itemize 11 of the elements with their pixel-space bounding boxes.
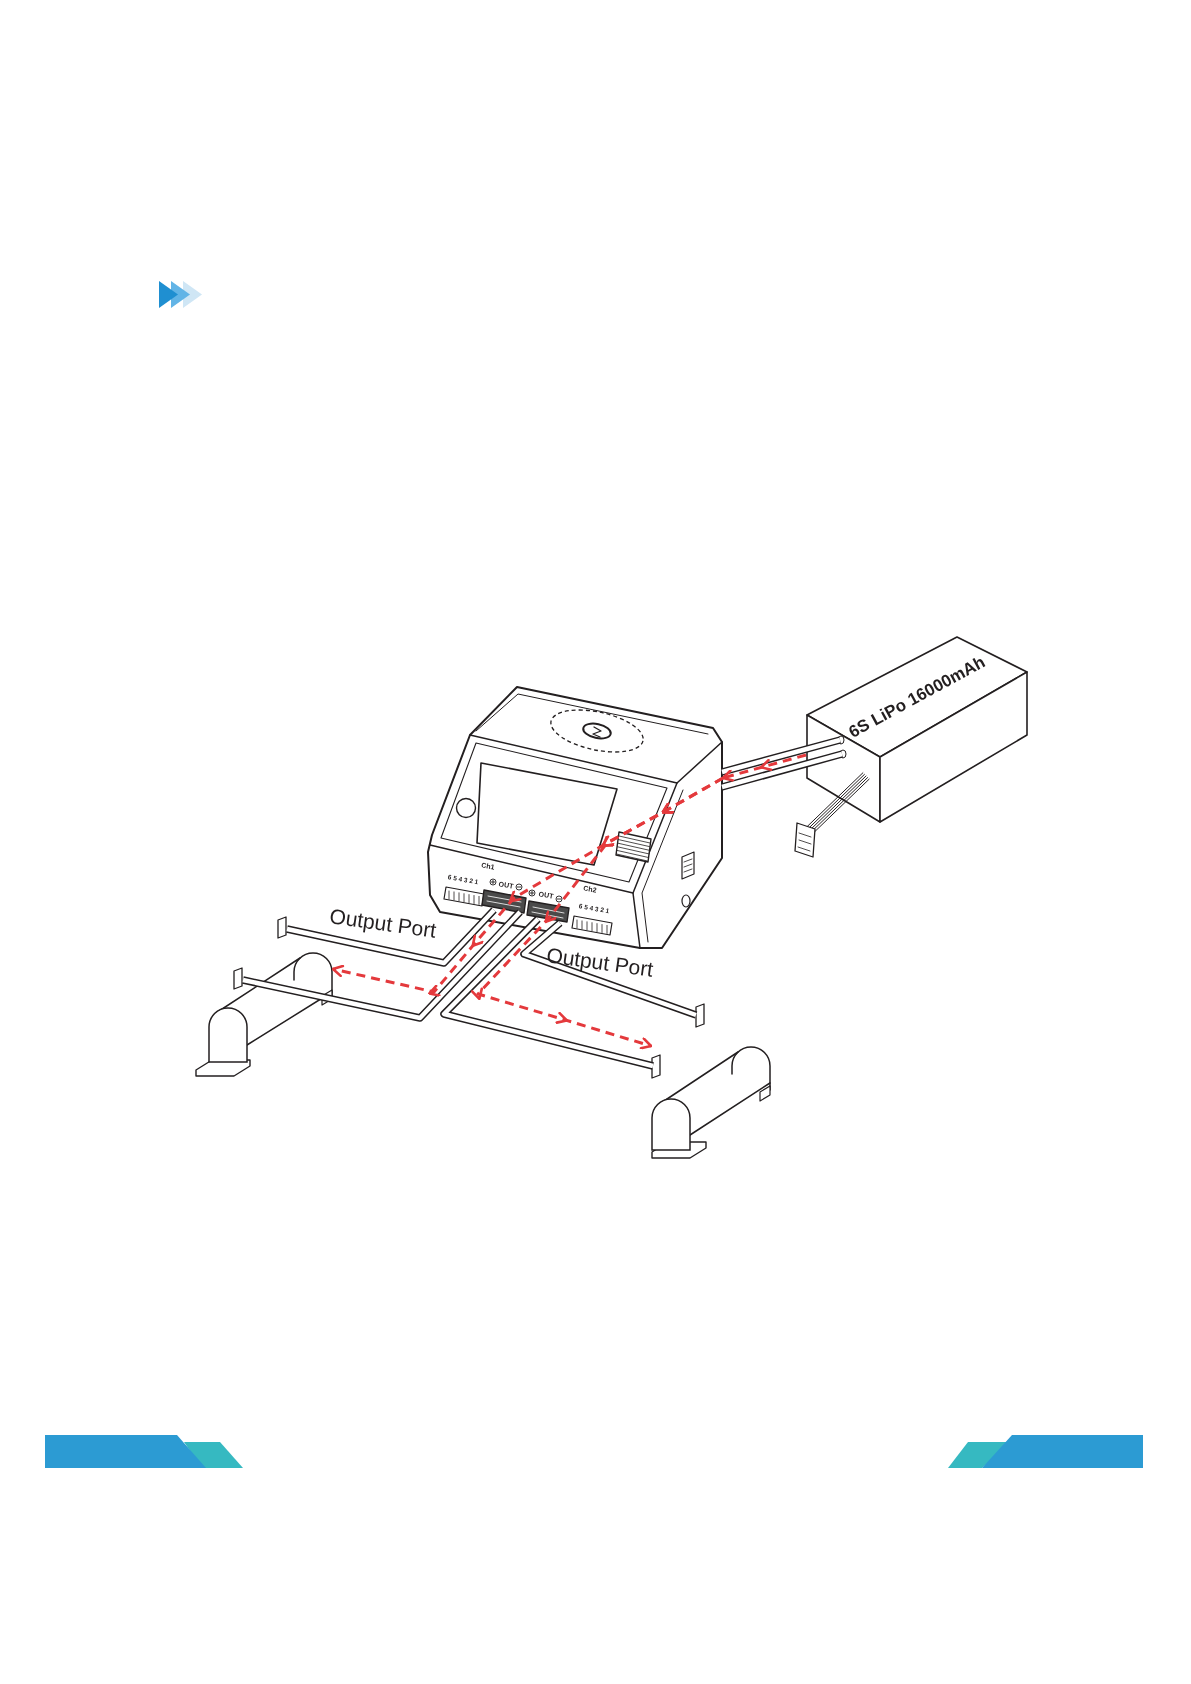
flow-arrow — [722, 753, 807, 782]
load-drawing — [651, 1002, 772, 1160]
wire — [242, 909, 523, 1022]
wire — [440, 916, 654, 1070]
wire — [286, 907, 497, 967]
flow-arrow — [471, 776, 724, 1050]
wire — [520, 920, 698, 1019]
port-label: Output Port — [545, 944, 655, 980]
wire — [721, 750, 843, 791]
wire — [721, 736, 841, 776]
port-label: Output Port — [328, 905, 438, 941]
